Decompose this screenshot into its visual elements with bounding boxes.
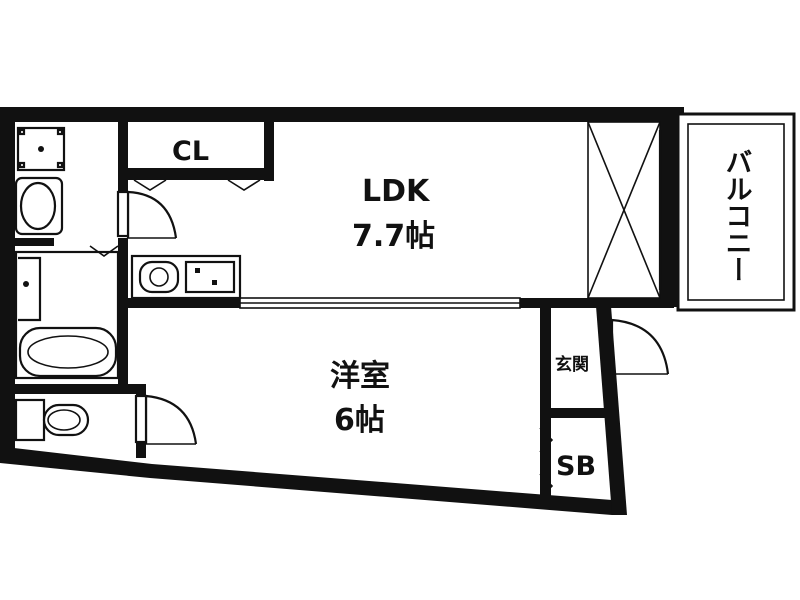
sliding-door	[239, 297, 521, 309]
ldk-name-label: LDK	[362, 174, 431, 209]
washbasin	[14, 176, 64, 236]
closet-label: CL	[172, 136, 209, 167]
sb-door	[539, 427, 554, 499]
bathtub	[14, 250, 120, 380]
washer-space	[16, 126, 66, 172]
balcony-label: バルコニー	[721, 148, 752, 283]
balcony-window	[587, 121, 662, 299]
outer-walls	[0, 107, 684, 515]
western-name-label: 洋室	[330, 359, 390, 394]
toilet	[14, 398, 90, 442]
shoe-box-label: SB	[556, 451, 596, 482]
balcony	[676, 112, 796, 312]
doors	[89, 179, 670, 445]
western-size-label: 6帖	[334, 403, 385, 438]
entrance-label: 玄関	[555, 354, 589, 375]
kitchen-counter	[130, 254, 242, 300]
ldk-size-label: 7.7帖	[352, 219, 435, 254]
